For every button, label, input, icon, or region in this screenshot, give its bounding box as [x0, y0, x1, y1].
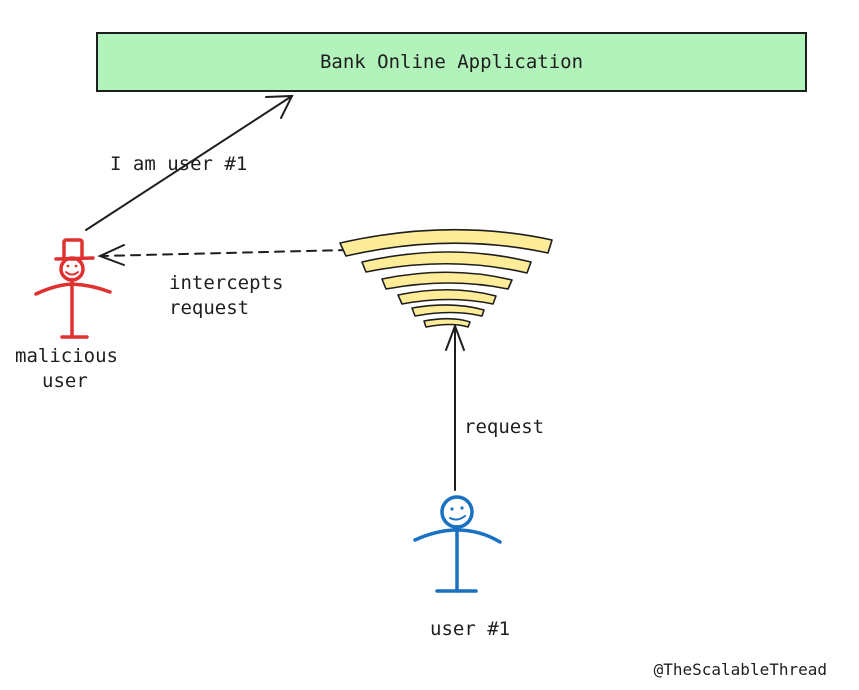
app-title: Bank Online Application	[319, 51, 584, 73]
credit-watermark: @TheScalableThread	[653, 660, 827, 679]
malicious-user-label-line1: malicious	[15, 345, 118, 367]
intercept-arrow	[97, 244, 349, 266]
intercept-label-line1: intercepts	[169, 272, 284, 294]
request-label: request	[464, 416, 545, 438]
claim-label: I am user #1	[110, 153, 248, 175]
user-figure	[413, 495, 502, 593]
malicious-user-figure	[34, 238, 112, 339]
claim-arrow	[85, 94, 294, 231]
user-label: user #1	[430, 618, 511, 640]
bank-online-application-box: Bank Online Application	[96, 32, 807, 92]
malicious-user-label-line2: user	[42, 370, 88, 392]
intercept-label-line2: request	[169, 297, 250, 319]
wifi-signal-icon	[339, 228, 553, 328]
request-arrow	[445, 323, 465, 491]
